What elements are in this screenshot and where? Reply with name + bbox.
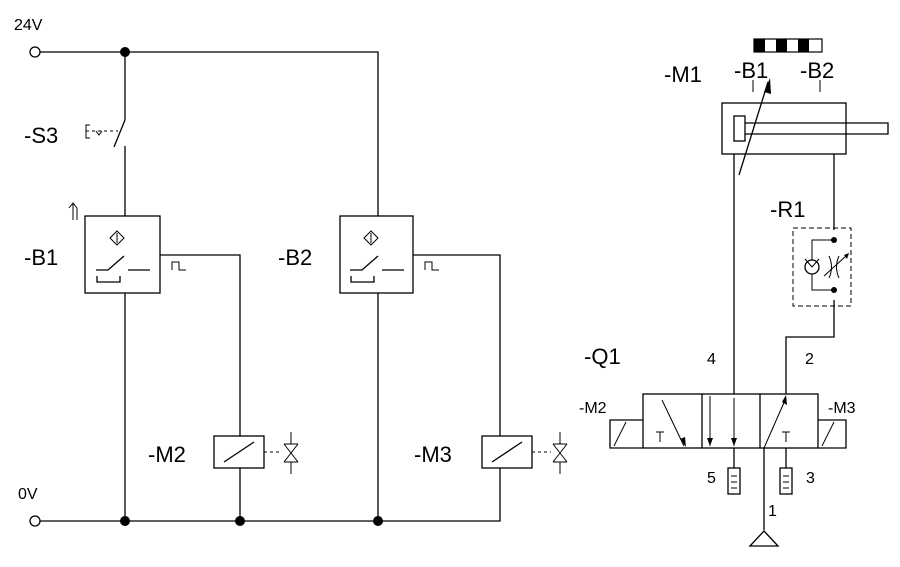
bus-24v xyxy=(40,51,379,216)
cylinder-sensor-label-b1: -B1 xyxy=(734,58,768,83)
terminal-0v xyxy=(29,515,41,527)
directional-valve-q1[interactable]: -Q1 -M2 -M3 4 2 5 3 1 xyxy=(579,344,856,547)
coil-icon xyxy=(223,441,255,463)
valve-q1-label: -Q1 xyxy=(584,344,621,369)
valve-body xyxy=(642,393,819,449)
sensor-box xyxy=(339,215,414,294)
solenoid-m2[interactable]: -M2 xyxy=(148,432,299,474)
junction-dot xyxy=(120,47,130,57)
bus-0v xyxy=(40,461,501,522)
junction-dot xyxy=(373,516,383,526)
switch-s3-label: -S3 xyxy=(24,123,58,148)
supply-0v-label: 0V xyxy=(18,486,38,503)
port-3-label: 3 xyxy=(806,470,815,487)
proximity-sensor-icon xyxy=(363,230,379,246)
valve-actuator-right xyxy=(818,419,847,449)
port-blocked-icon xyxy=(656,431,664,442)
valve-symbol-icon xyxy=(552,443,568,463)
port-4-label: 4 xyxy=(707,351,716,368)
flow-valve-r1-label: -R1 xyxy=(770,197,805,222)
flow-control-r1[interactable]: -R1 xyxy=(770,197,852,307)
cylinder-m1-label: -M1 xyxy=(664,62,702,87)
pulse-output-icon xyxy=(424,261,439,271)
proximity-sensor-icon xyxy=(109,230,125,246)
junction-dot xyxy=(831,237,837,243)
valve-actuator-left xyxy=(609,419,643,449)
electrical-circuit: 24V 0V -S3 -B1 xyxy=(14,17,568,527)
valve-coil-m2-label: -M2 xyxy=(579,400,607,417)
sensor-b1[interactable]: -B1 xyxy=(24,202,186,294)
sensor-base-icon xyxy=(96,276,121,283)
silencer-icon xyxy=(727,467,741,495)
junction-dot xyxy=(831,287,837,293)
sensor-b2[interactable]: -B2 xyxy=(278,215,439,294)
wire-b2-output xyxy=(413,254,501,436)
solenoid-m3[interactable]: -M3 xyxy=(414,432,568,474)
sensor-contact-icon xyxy=(350,255,404,271)
sensor-b1-label: -B1 xyxy=(24,245,58,270)
coil-icon xyxy=(491,441,523,463)
sensor-b2-label: -B2 xyxy=(278,245,312,270)
arrow-up-icon xyxy=(68,202,78,220)
pulse-output-icon xyxy=(171,261,186,271)
pneumatic-circuit: -M1 -B1 -B2 -R1 xyxy=(579,38,889,547)
sensor-contact-icon xyxy=(96,255,150,271)
supply-24v-label: 24V xyxy=(14,17,43,34)
cylinder-sensor-label-b2: -B2 xyxy=(800,58,834,83)
piston-icon xyxy=(733,115,746,142)
adjustable-arrow-icon xyxy=(738,81,769,176)
piston-rod-icon xyxy=(745,122,889,135)
port-2-label: 2 xyxy=(805,351,814,368)
solenoid-m3-label: -M3 xyxy=(414,442,452,467)
throttle-icon xyxy=(828,255,840,279)
line-port2 xyxy=(785,300,835,394)
port-blocked-icon xyxy=(782,431,790,442)
flow-valve-box xyxy=(792,227,852,307)
terminal-24v xyxy=(29,46,41,58)
switch-s3[interactable]: -S3 xyxy=(24,119,126,148)
sensor-base-icon xyxy=(350,276,375,283)
switch-contact-icon xyxy=(113,119,126,148)
solenoid-m2-label: -M2 xyxy=(148,442,186,467)
sensor-box xyxy=(84,215,161,294)
pressure-source-icon xyxy=(748,530,780,547)
valve-coil-m3-label: -M3 xyxy=(828,400,856,417)
port-1-label: 1 xyxy=(768,503,777,520)
valve-symbol-icon xyxy=(283,443,299,463)
junction-dot xyxy=(235,516,245,526)
port-5-label: 5 xyxy=(707,470,716,487)
junction-dot xyxy=(120,516,130,526)
wire-b1-output xyxy=(160,254,241,436)
silencer-icon xyxy=(779,467,793,495)
cylinder-m1[interactable]: -M1 -B1 -B2 xyxy=(664,38,889,176)
